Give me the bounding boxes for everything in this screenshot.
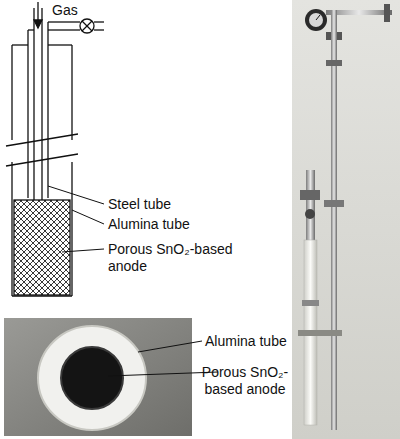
gas-label: Gas [52,2,78,19]
schematic [6,2,104,296]
tube-end-photo [4,318,192,436]
part-label: Alumina tube [108,216,190,233]
leader-lines [48,186,104,252]
part-label: Porous SnO₂-based anode [108,241,248,275]
part-label: Steel tube [108,196,171,213]
apparatus-photo [292,0,400,439]
leader-lines [108,341,218,376]
part-label: Porous SnO₂-based anode [200,364,290,398]
part-label: Alumina tube [205,333,287,350]
